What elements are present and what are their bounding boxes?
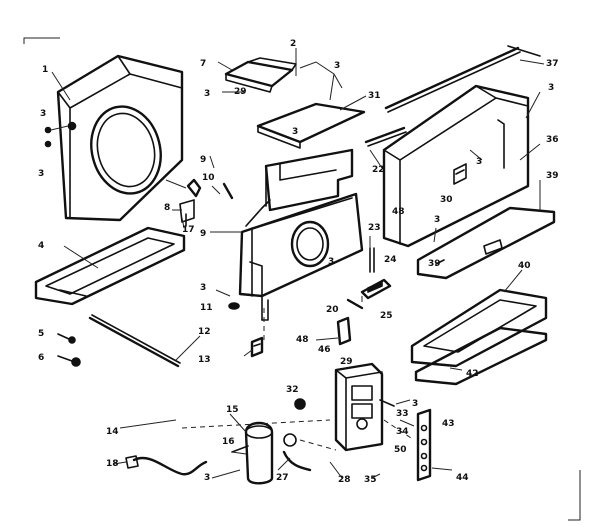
- part-36-housing: [382, 84, 530, 248]
- callout-42: 42: [466, 369, 479, 379]
- callout-22: 22: [372, 165, 385, 175]
- callout-48: 48: [392, 207, 405, 217]
- callout-39: 39: [546, 171, 559, 181]
- callout-6: 6: [38, 353, 44, 363]
- frame-corner-bottom-right: [568, 470, 581, 521]
- callout-3: 3: [412, 399, 418, 409]
- callout-25: 25: [380, 311, 393, 321]
- callout-3: 3: [476, 157, 482, 167]
- callout-17: 17: [182, 225, 195, 235]
- callout-29: 29: [340, 357, 353, 367]
- assembly-line-1: [181, 419, 331, 429]
- callout-3: 3: [434, 215, 440, 225]
- callout-8: 8: [164, 203, 170, 213]
- frame-corner-top-left: [23, 37, 60, 44]
- callout-48: 48: [296, 335, 309, 345]
- leader-lines: [51, 48, 545, 479]
- callout-16: 16: [222, 437, 235, 447]
- callout-14: 14: [106, 427, 119, 437]
- callout-50: 50: [394, 445, 407, 455]
- callout-31: 31: [368, 91, 381, 101]
- part-42-pan: [414, 326, 548, 386]
- callout-29: 29: [234, 87, 247, 97]
- part-1-housing: [56, 54, 184, 222]
- callout-9: 9: [200, 155, 206, 165]
- part-6-screw: [57, 355, 81, 367]
- part-12-rod-edge: [91, 314, 181, 364]
- part-24-bracket: [369, 247, 375, 273]
- callout-3: 3: [334, 61, 340, 71]
- callout-18: 18: [106, 459, 119, 469]
- callout-2: 2: [290, 39, 296, 49]
- part-22-strip-edge: [367, 131, 407, 147]
- partition-panel: [238, 148, 364, 321]
- callout-1: 1: [42, 65, 48, 75]
- part-13-bracket: [250, 336, 264, 358]
- part-31-cover-plate: [256, 102, 366, 149]
- callout-3: 3: [548, 83, 554, 93]
- callout-33: 33: [396, 409, 409, 419]
- callout-35: 35: [364, 475, 377, 485]
- callout-10: 10: [202, 173, 215, 183]
- callout-3: 3: [292, 127, 298, 137]
- callout-46: 46: [318, 345, 331, 355]
- callout-23: 23: [368, 223, 381, 233]
- callout-40: 40: [518, 261, 531, 271]
- callout-12: 12: [198, 327, 211, 337]
- part-43-panel: [416, 408, 432, 482]
- part-4-base-pan: [34, 226, 186, 306]
- part-27-tube: [282, 450, 312, 472]
- part-11-clip: [228, 302, 240, 310]
- callout-13: 13: [198, 355, 211, 365]
- callout-27: 27: [276, 473, 289, 483]
- callout-30: 30: [440, 195, 453, 205]
- part-37-top-rail: [384, 45, 541, 113]
- callout-28: 28: [338, 475, 351, 485]
- part-12-rod: [88, 316, 180, 368]
- callout-37: 37: [546, 59, 559, 69]
- callout-9: 9: [200, 229, 206, 239]
- callout-3: 3: [200, 283, 206, 293]
- assembly-line-4: [383, 419, 415, 441]
- callout-5: 5: [38, 329, 44, 339]
- part-7-bracket: [224, 57, 297, 93]
- housing-screws: [44, 121, 77, 148]
- control-assembly: [283, 316, 395, 452]
- callout-32: 32: [286, 385, 299, 395]
- callout-labels: 1 2 3 3 3 3 3 3 3 3 3 3 3 3 4 5 6 7 8 9 …: [38, 39, 559, 485]
- part-39-lower-plate: [416, 206, 556, 280]
- callout-3: 3: [40, 109, 46, 119]
- part-8-motor-clip: [179, 178, 234, 227]
- part-5-screw: [57, 333, 76, 344]
- part-20-clip: [346, 298, 364, 310]
- callout-24: 24: [384, 255, 397, 265]
- callout-4: 4: [38, 241, 44, 251]
- part-18-plug: [125, 455, 139, 469]
- callout-3: 3: [328, 257, 334, 267]
- callout-3: 3: [38, 169, 44, 179]
- callout-7: 7: [200, 59, 206, 69]
- callout-15: 15: [226, 405, 239, 415]
- part-18-cord: [132, 456, 208, 476]
- callout-20: 20: [326, 305, 339, 315]
- part-40-pan: [410, 288, 548, 368]
- assembly-line-3: [299, 439, 337, 451]
- callout-36: 36: [546, 135, 559, 145]
- part-22-strip: [364, 126, 406, 144]
- callout-43: 43: [442, 419, 455, 429]
- callout-11: 11: [200, 303, 213, 313]
- callout-3: 3: [204, 473, 210, 483]
- callout-44: 44: [456, 473, 469, 483]
- callout-39: 39: [428, 259, 441, 269]
- part-25-plate: [360, 278, 392, 300]
- callout-3: 3: [204, 89, 210, 99]
- callout-34: 34: [396, 427, 409, 437]
